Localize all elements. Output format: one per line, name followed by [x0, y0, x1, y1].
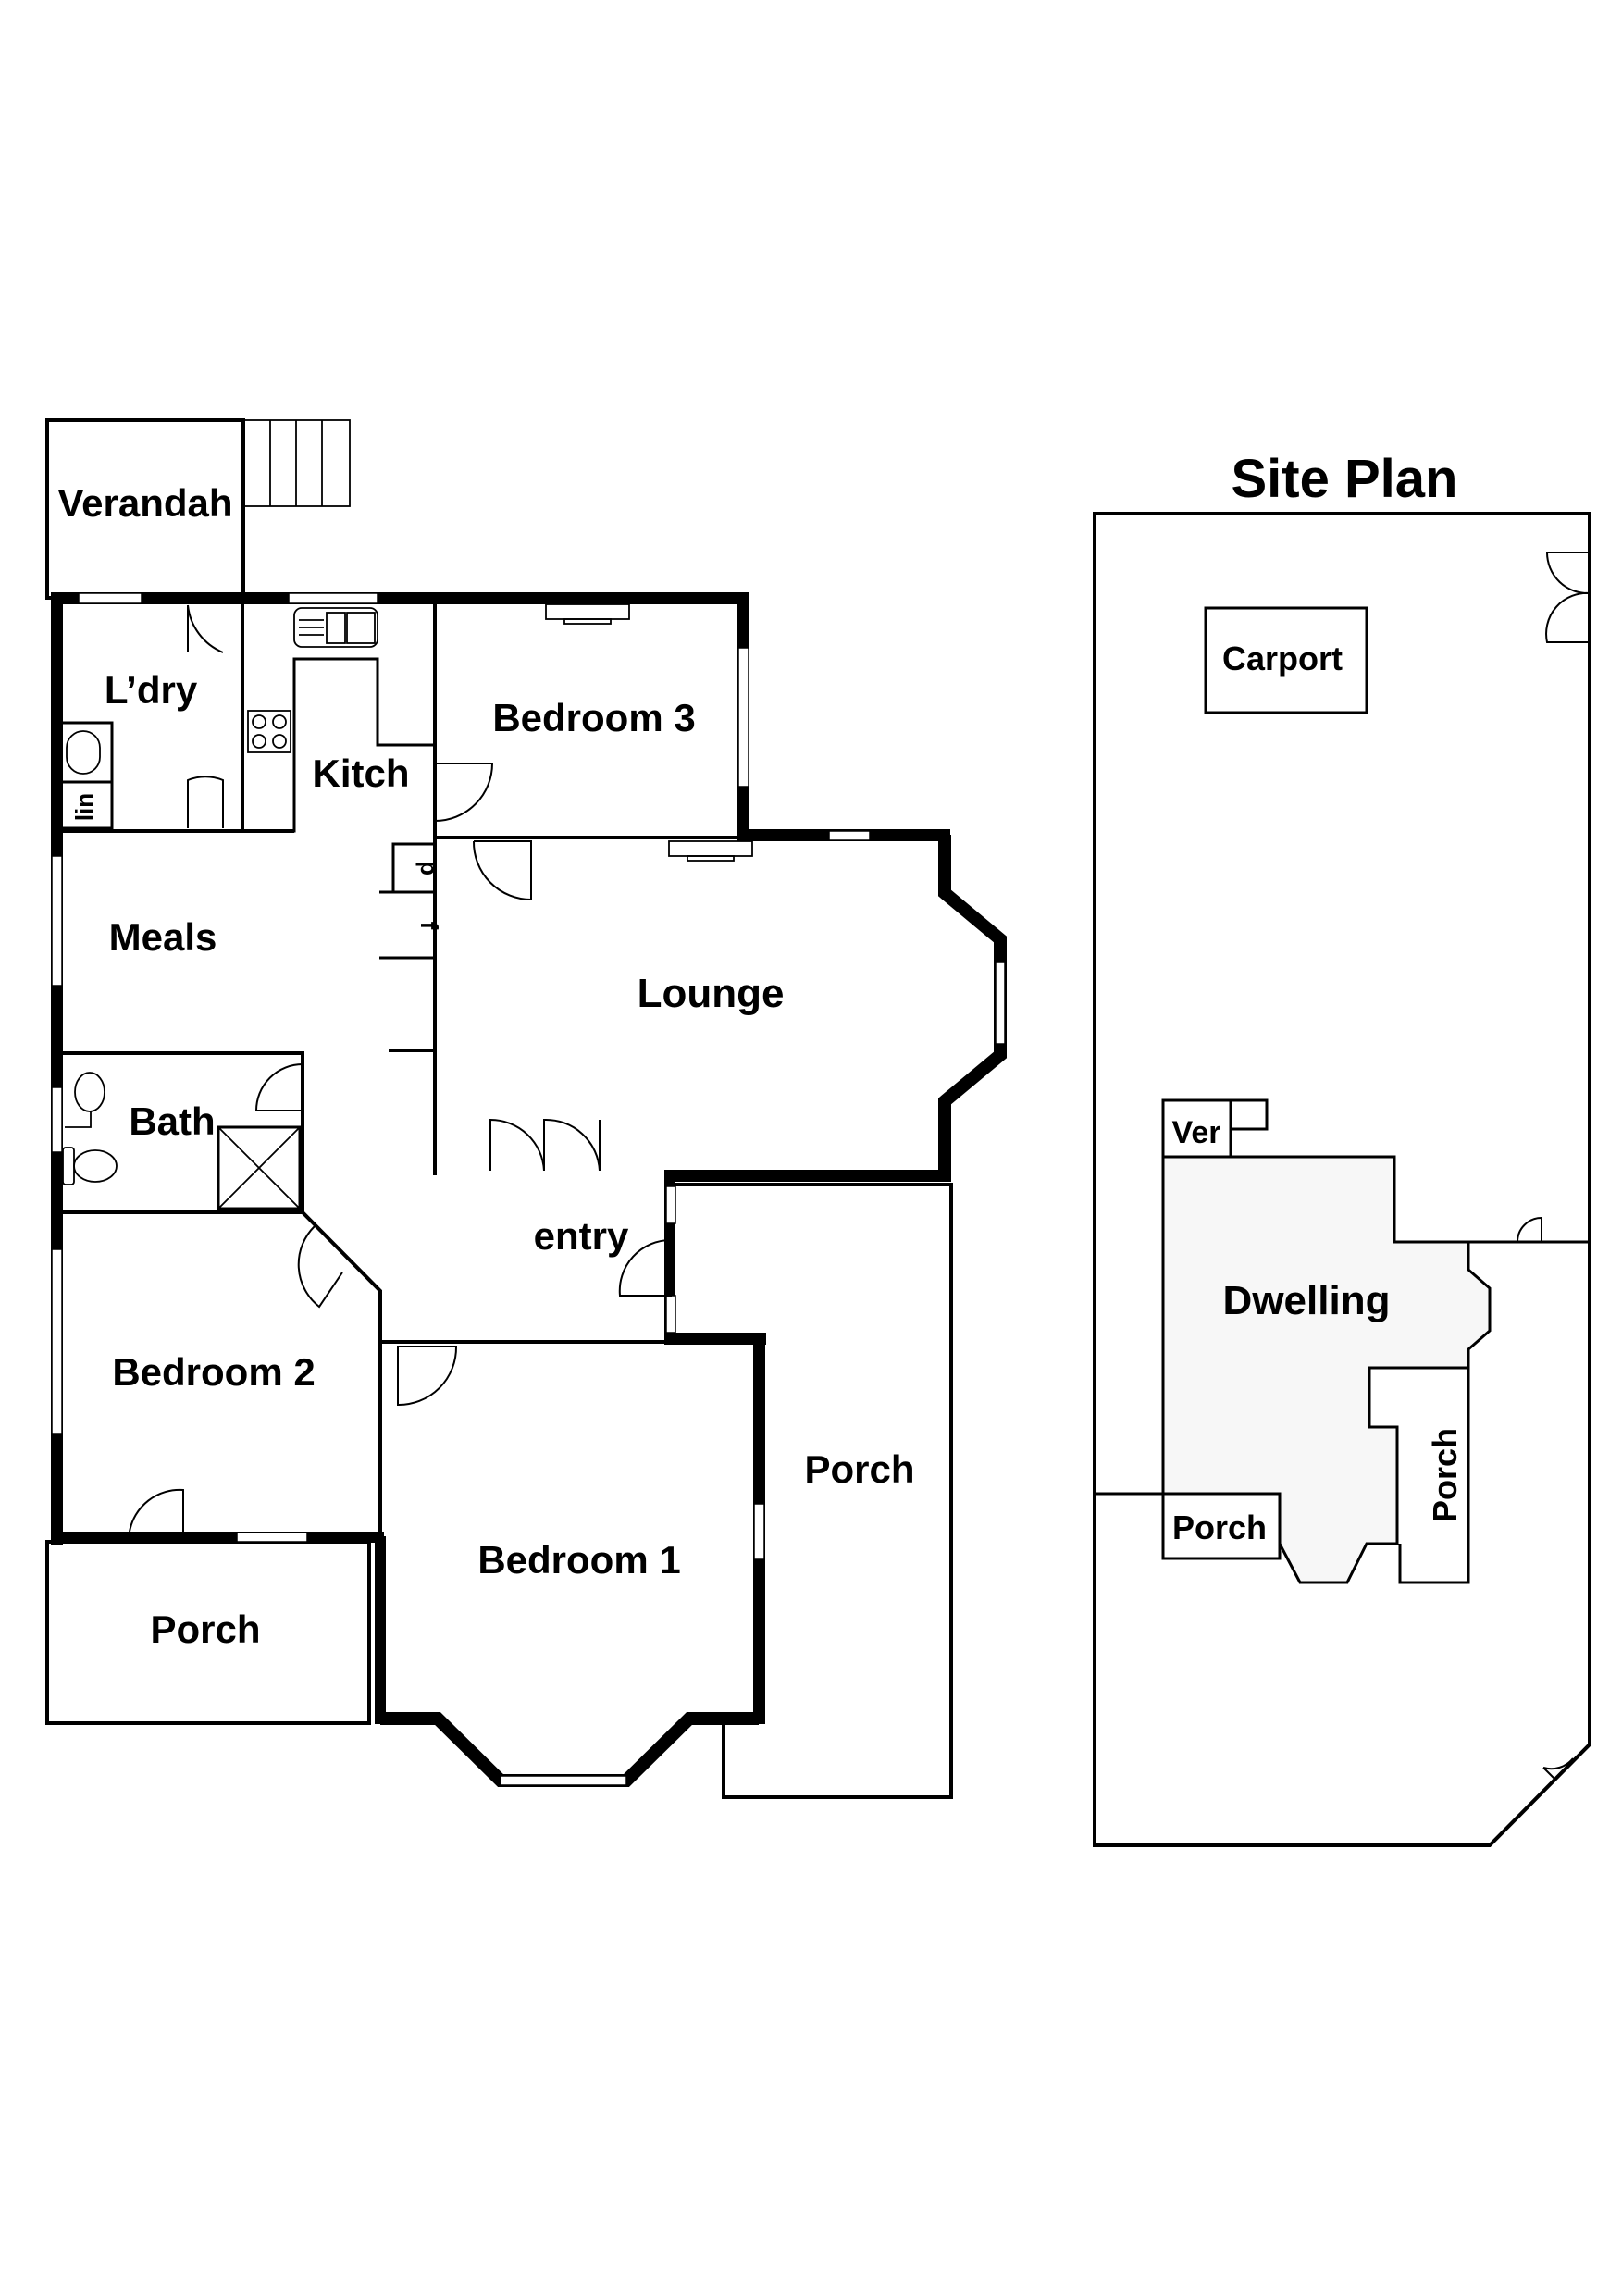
room-label-entry: entry [534, 1214, 629, 1258]
heater-icon [545, 603, 630, 625]
room-label-lounge: Lounge [638, 971, 785, 1016]
fridge-label: f [415, 922, 443, 930]
gate-icon [1545, 552, 1591, 643]
pantry-label: p [415, 861, 443, 875]
site-boundary [1093, 512, 1591, 1847]
room-label-porch-front: Porch [804, 1447, 914, 1491]
room-label-bedroom3: Bedroom 3 [492, 696, 695, 739]
room-label-verandah: Verandah [57, 481, 232, 525]
room-label-kitchen: Kitch [313, 751, 410, 795]
room-label-meals: Meals [109, 915, 217, 959]
site-porch-front-label: Porch [1172, 1508, 1267, 1546]
stairs-icon [242, 419, 351, 507]
washing-machine-icon [56, 721, 114, 830]
room-label-bedroom2: Bedroom 2 [112, 1350, 315, 1394]
cooktop-icon [247, 710, 291, 753]
bottom-gate-icon [1542, 1757, 1574, 1780]
fireplace-icon [668, 840, 753, 862]
room-label-bath: Bath [129, 1099, 215, 1143]
room-label-linen: lin [70, 793, 98, 821]
windows [51, 592, 1006, 1786]
room-label-laundry: L’dry [105, 668, 198, 712]
site-verandah-label: Ver [1172, 1115, 1221, 1150]
side-gate-icon [1517, 1216, 1542, 1243]
porch-rear-outline [45, 1540, 371, 1725]
sink-icon [293, 607, 378, 648]
room-label-porch-rear: Porch [150, 1607, 260, 1651]
carport-label: Carport [1222, 639, 1343, 677]
room-label-bedroom1: Bedroom 1 [477, 1538, 680, 1582]
site-porch-side-label: Porch [1426, 1428, 1464, 1522]
site-plan: Site Plan Carport Dwelling Ver Porch Por… [1093, 449, 1591, 1847]
site-porch-side-outline [1398, 1368, 1470, 1584]
basin-icon [65, 1072, 105, 1128]
doors [129, 604, 672, 1533]
site-porch-front-outline [1161, 1492, 1282, 1560]
porch-front-outline [675, 1183, 953, 1799]
dwelling-label: Dwelling [1223, 1278, 1391, 1323]
shower-icon [217, 1125, 302, 1210]
toilet-icon [62, 1147, 118, 1185]
floor-plan: Verandah L’dry lin Kitch Bedroom 3 Meals… [45, 418, 1007, 1799]
site-plan-title: Site Plan [1232, 449, 1458, 509]
carport-outline [1204, 606, 1368, 714]
